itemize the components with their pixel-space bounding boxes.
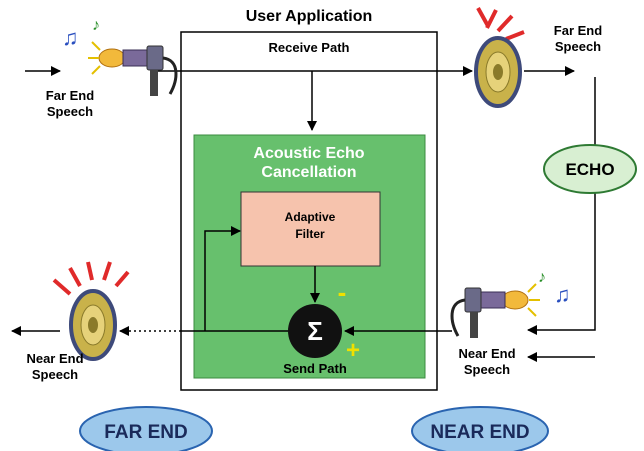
adaptive-filter-line1: Adaptive <box>285 210 336 224</box>
near-end-microphone-icon: ♪ ♫ <box>452 269 570 338</box>
plus-sign: + <box>346 337 360 364</box>
near-end-input-label-line1: Near End <box>458 346 515 361</box>
near-end-speaker-icon <box>54 262 128 359</box>
user-application-title: User Application <box>246 8 373 25</box>
near-end-zone-label: NEAR END <box>430 422 529 443</box>
near-end-input-label-line2: Speech <box>464 362 510 377</box>
aec-title-line1: Acoustic Echo <box>253 145 364 162</box>
svg-text:♫: ♫ <box>554 282 571 307</box>
adaptive-filter-line2: Filter <box>295 227 325 241</box>
far-end-microphone-icon: ♫ ♪ <box>62 17 176 96</box>
near-end-output-label-line2: Speech <box>32 367 78 382</box>
far-end-speaker-icon <box>476 8 524 106</box>
echo-label: ECHO <box>565 160 614 179</box>
minus-sign: - <box>338 277 347 307</box>
near-end-output-label-line1: Near End <box>26 351 83 366</box>
far-end-output-label-line2: Speech <box>555 39 601 54</box>
svg-text:♪: ♪ <box>92 17 100 34</box>
send-path-label: Send Path <box>283 361 347 376</box>
far-end-zone-label: FAR END <box>104 422 187 443</box>
far-end-input-label-line2: Speech <box>47 104 93 119</box>
far-end-input-label-line1: Far End <box>46 88 94 103</box>
summation-symbol: Σ <box>307 316 323 346</box>
far-end-output-label-line1: Far End <box>554 23 602 38</box>
svg-text:♪: ♪ <box>538 269 546 286</box>
receive-path-label: Receive Path <box>269 40 350 55</box>
aec-title-line2: Cancellation <box>261 164 356 181</box>
svg-text:♫: ♫ <box>62 25 79 50</box>
